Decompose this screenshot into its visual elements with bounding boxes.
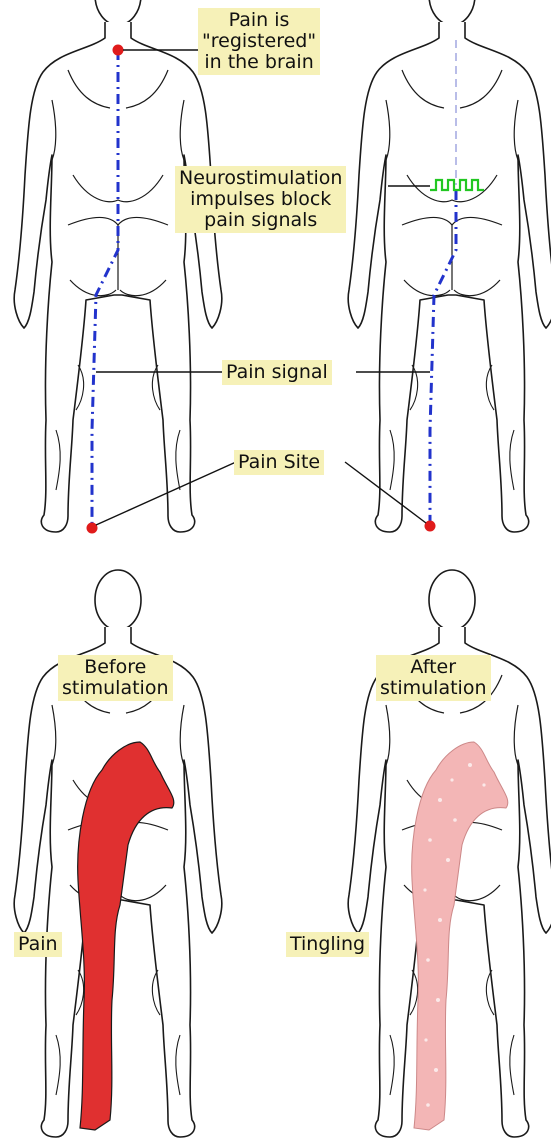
after-stimulation-label: After stimulation [376,655,491,701]
brain-pain-dot [113,45,124,56]
foot-pain-dot-right [425,521,436,532]
neurostimulation-label: Neurostimulation impulses block pain sig… [175,166,346,233]
pain-legend-label: Pain [14,932,62,957]
tingling-legend-label: Tingling [286,932,369,957]
pain-site-label: Pain Site [234,450,324,475]
brain-label: Pain is "registered" in the brain [198,8,320,75]
before-stimulation-label: Before stimulation [58,655,173,701]
pain-signal-label: Pain signal [222,360,332,385]
foot-pain-dot-left [87,523,98,534]
body-figure-top-right [348,0,551,532]
